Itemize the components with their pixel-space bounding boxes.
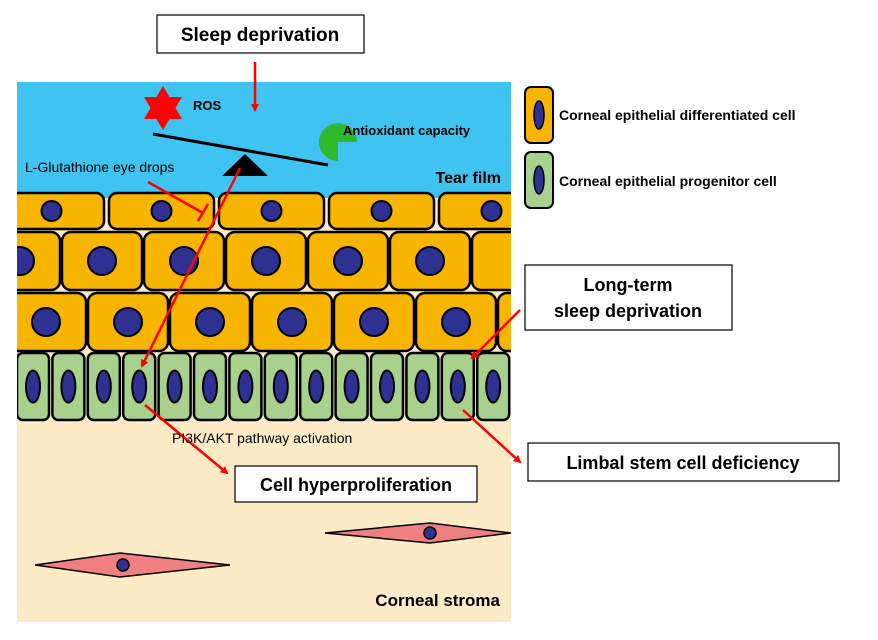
cell bbox=[496, 291, 511, 353]
long-term-label-line1: Long-term bbox=[584, 275, 673, 295]
cell-hyperproliferation-box bbox=[234, 465, 478, 503]
cell-nucleus bbox=[359, 307, 389, 337]
cell-nucleus bbox=[25, 369, 41, 404]
cell-nucleus bbox=[379, 369, 395, 404]
cell-nucleus bbox=[333, 246, 363, 276]
cell bbox=[17, 230, 62, 292]
differentiated-cell-row-2 bbox=[17, 230, 511, 292]
pathway-arrow-down bbox=[140, 167, 242, 368]
tear-film-label: Tear film bbox=[436, 170, 502, 187]
cell-nucleus bbox=[237, 369, 254, 404]
cell-hyperproliferation-label: Cell hyperproliferation bbox=[260, 475, 452, 495]
long-term-sleep-deprivation-box bbox=[524, 264, 733, 331]
legend-progenitor: Corneal epithelial progenitor cell bbox=[524, 151, 777, 209]
cell-nucleus bbox=[272, 369, 289, 404]
long-term-label-line2: sleep deprivation bbox=[554, 301, 702, 321]
glutathione-label: L-Glutathione eye drops bbox=[25, 159, 174, 175]
legend-differentiated: Corneal epithelial differentiated cell bbox=[524, 86, 796, 144]
cell-nucleus bbox=[251, 246, 281, 276]
cell-nucleus bbox=[414, 369, 431, 404]
cell-nucleus bbox=[150, 200, 173, 222]
ros-label: ROS bbox=[193, 98, 222, 113]
legend-progenitor-label: Corneal epithelial progenitor cell bbox=[559, 173, 777, 189]
limbal-stem-cell-label: Limbal stem cell deficiency bbox=[566, 453, 799, 473]
legend-progenitor-nucleus bbox=[533, 165, 545, 195]
stromal-fibroblast-1 bbox=[34, 552, 231, 578]
cell-nucleus bbox=[166, 369, 183, 404]
limbal-stem-cell-box bbox=[527, 442, 840, 482]
balance-fulcrum bbox=[222, 154, 268, 176]
corneal-stroma-label: Corneal stroma bbox=[375, 591, 500, 610]
legend-differentiated-nucleus bbox=[533, 100, 545, 130]
cell-nucleus bbox=[441, 307, 471, 337]
cell-nucleus bbox=[60, 369, 77, 404]
limbal-arrow bbox=[462, 409, 522, 464]
glutathione-inhibition-line bbox=[147, 180, 204, 215]
legend-differentiated-label: Corneal epithelial differentiated cell bbox=[559, 107, 796, 123]
cell-nucleus bbox=[260, 200, 283, 222]
cell-nucleus bbox=[415, 246, 445, 276]
cell-nucleus bbox=[131, 369, 148, 404]
cell-nucleus bbox=[485, 369, 502, 404]
long-term-arrow bbox=[470, 309, 521, 360]
cell-nucleus bbox=[40, 200, 63, 222]
cell-nucleus bbox=[95, 369, 112, 404]
cell-nucleus bbox=[113, 307, 143, 337]
cell-nucleus bbox=[370, 200, 393, 222]
cell-nucleus bbox=[449, 369, 466, 404]
progenitor-cell-row bbox=[17, 351, 511, 422]
cell bbox=[470, 230, 511, 292]
ros-star-icon bbox=[144, 86, 182, 130]
sleep-deprivation-box bbox=[156, 14, 365, 54]
antioxidant-icon bbox=[319, 123, 357, 161]
tear-film-region bbox=[17, 82, 511, 198]
cell-nucleus bbox=[277, 307, 307, 337]
cell-nucleus bbox=[87, 246, 117, 276]
cell-nucleus bbox=[480, 200, 503, 222]
pi3k-label: PI3K/AKT pathway activation bbox=[172, 430, 352, 446]
balance-beam bbox=[152, 132, 329, 167]
differentiated-cell-row-1 bbox=[17, 191, 511, 231]
cell-nucleus bbox=[202, 369, 218, 404]
cell-nucleus bbox=[343, 369, 360, 404]
cell-nucleus bbox=[17, 246, 35, 276]
cell-nucleus bbox=[31, 307, 61, 337]
hyperproliferation-arrow bbox=[144, 404, 229, 475]
differentiated-cell-row-3 bbox=[17, 291, 511, 353]
cell-nucleus bbox=[195, 307, 225, 337]
antioxidant-capacity-label: Antioxidant capacity bbox=[343, 123, 471, 138]
cell-nucleus bbox=[308, 369, 325, 404]
sleep-deprivation-label: Sleep deprivation bbox=[181, 25, 339, 46]
inhibition-bar bbox=[196, 203, 210, 222]
stromal-fibroblast-2 bbox=[324, 522, 512, 544]
